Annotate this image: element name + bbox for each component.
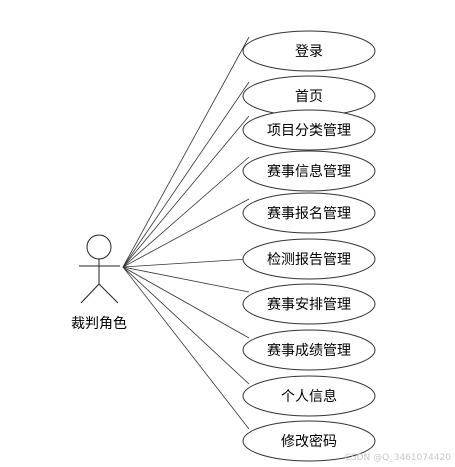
use-case: 个人信息 xyxy=(242,375,376,417)
use-case-ellipse xyxy=(242,30,376,72)
use-case: 修改密码 xyxy=(242,420,376,462)
use-case-ellipse xyxy=(242,329,376,371)
use-case-label: 赛事报名管理 xyxy=(267,206,351,222)
association-line xyxy=(122,266,250,293)
use-case-ellipse xyxy=(242,150,376,192)
association-line xyxy=(122,266,250,430)
watermark: CSDN @Q_3461074420 xyxy=(344,453,451,463)
use-cases: 登录首页项目分类管理赛事信息管理赛事报名管理检测报告管理赛事安排管理赛事成绩管理… xyxy=(242,30,376,462)
use-case-ellipse xyxy=(242,109,376,151)
actor-left-leg xyxy=(80,283,100,304)
use-case-label: 检测报告管理 xyxy=(267,252,351,268)
use-case: 赛事安排管理 xyxy=(242,283,376,325)
association-line xyxy=(122,266,250,385)
use-case-ellipse xyxy=(242,192,376,234)
use-case-ellipse xyxy=(242,283,376,325)
use-case: 赛事报名管理 xyxy=(242,192,376,234)
use-case-label: 登录 xyxy=(295,44,323,60)
use-case-label: 赛事安排管理 xyxy=(267,297,351,313)
use-case: 检测报告管理 xyxy=(242,238,376,280)
use-case: 赛事信息管理 xyxy=(242,150,376,192)
use-case-label: 修改密码 xyxy=(281,433,337,450)
association-line xyxy=(122,258,250,268)
use-case-label: 个人信息 xyxy=(281,388,337,405)
actor-right-leg xyxy=(98,283,119,304)
use-case-ellipse xyxy=(242,238,376,280)
use-case-label: 赛事成绩管理 xyxy=(267,343,351,359)
use-case: 登录 xyxy=(242,30,376,72)
use-case: 赛事成绩管理 xyxy=(242,329,376,371)
association-line xyxy=(122,266,250,339)
use-case-label: 赛事信息管理 xyxy=(267,163,351,180)
use-case-label: 项目分类管理 xyxy=(267,123,351,139)
use-case: 项目分类管理 xyxy=(242,109,376,151)
use-case-label: 首页 xyxy=(295,89,323,105)
association-line xyxy=(122,198,250,268)
association-line xyxy=(122,115,250,268)
association-line xyxy=(122,81,250,268)
association-lines xyxy=(122,36,250,430)
actor-label: 裁判角色 xyxy=(71,315,127,332)
actor-head xyxy=(86,234,112,260)
use-case: 首页 xyxy=(242,75,376,117)
use-case-ellipse xyxy=(242,375,376,417)
use-case-ellipse xyxy=(242,420,376,462)
association-line xyxy=(122,36,250,268)
actor-figure: 裁判角色 xyxy=(71,234,127,332)
association-line xyxy=(122,156,250,268)
